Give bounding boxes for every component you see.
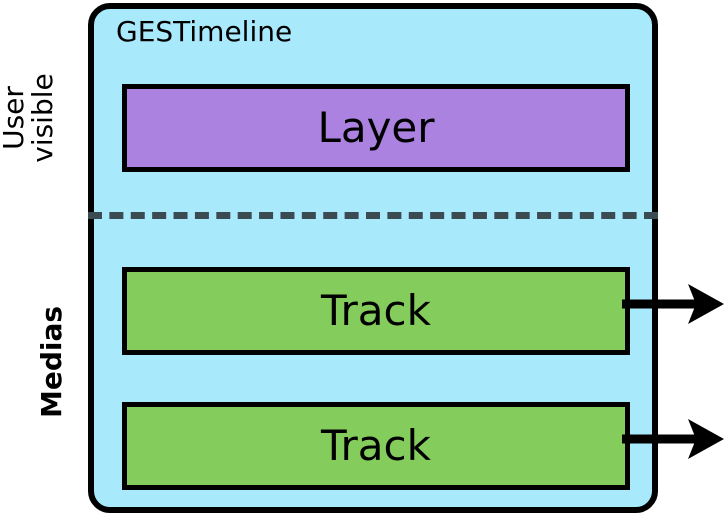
group-label-user-visible: User visible bbox=[0, 73, 60, 163]
layer-block: Layer bbox=[122, 84, 630, 172]
layer-block-label: Layer bbox=[317, 103, 435, 152]
track-block-1: Track bbox=[122, 267, 630, 355]
track-block-2: Track bbox=[122, 402, 630, 490]
track-block-2-label: Track bbox=[321, 421, 431, 470]
timeline-title: GESTimeline bbox=[116, 15, 293, 48]
ges-timeline-container: GESTimeline Layer Track Track bbox=[88, 3, 658, 513]
group-label-medias: Medias bbox=[35, 305, 68, 419]
user-visible-medias-divider bbox=[88, 212, 658, 219]
track-block-1-label: Track bbox=[321, 286, 431, 335]
